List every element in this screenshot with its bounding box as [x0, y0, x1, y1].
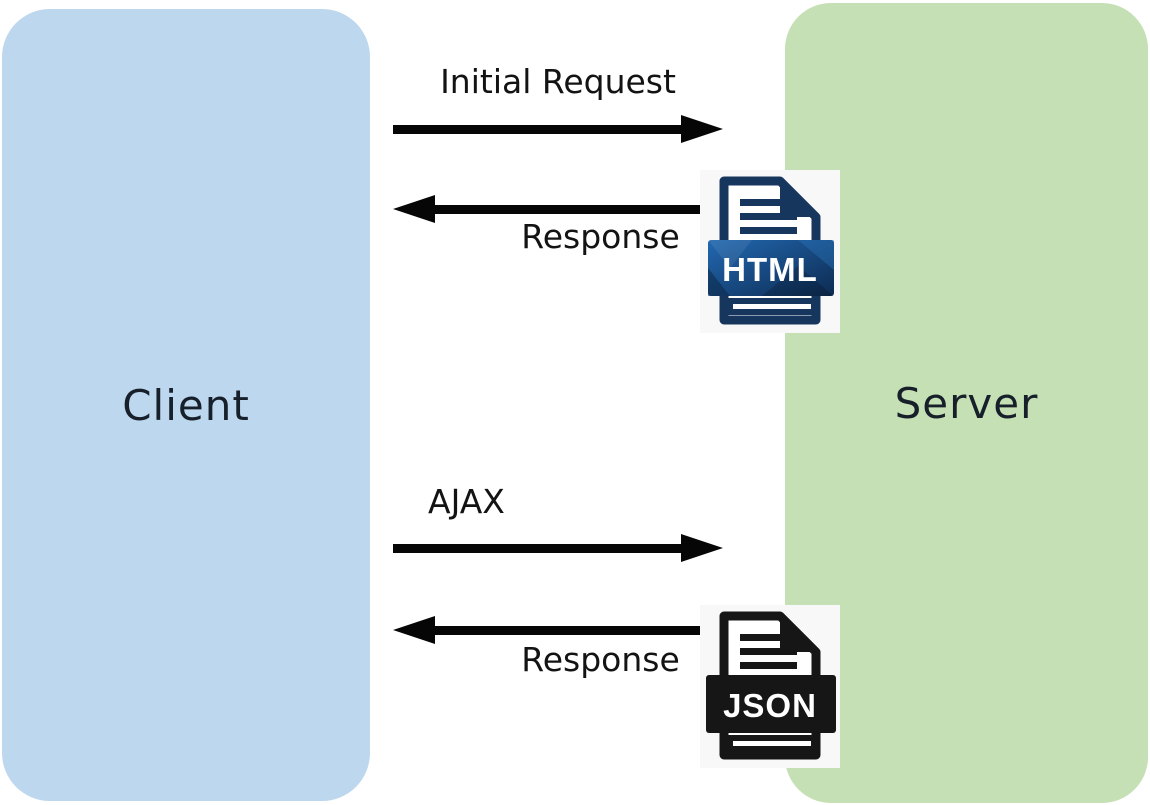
arrow-shaft: [427, 626, 705, 635]
client-box: Client: [2, 9, 370, 801]
arrow-head-left-icon: [393, 616, 435, 644]
response-json-label: Response: [521, 640, 680, 679]
json-document-icon: JSON: [706, 611, 836, 760]
response-json-arrow: [393, 615, 705, 645]
server-box: Server: [785, 3, 1148, 803]
html-band-label: HTML: [722, 251, 818, 288]
response-html-label: Response: [521, 217, 680, 256]
initial-request-label: Initial Request: [440, 62, 676, 101]
arrow-shaft: [427, 205, 706, 214]
server-label: Server: [894, 378, 1039, 428]
html-document-icon: HTML: [708, 176, 834, 325]
client-label: Client: [122, 380, 250, 430]
json-band-label: JSON: [723, 687, 817, 724]
arrow-head-right-icon: [681, 534, 723, 562]
ajax-label: AJAX: [428, 482, 505, 521]
arrow-head-left-icon: [393, 195, 435, 223]
json-file-icon: JSON: [700, 605, 840, 768]
ajax-arrow: [393, 533, 723, 563]
arrow-shaft: [393, 125, 689, 134]
html-file-icon: HTML: [700, 170, 840, 333]
arrow-head-right-icon: [681, 115, 723, 143]
response-html-arrow: [393, 194, 706, 224]
arrow-shaft: [393, 544, 689, 553]
initial-request-arrow: [393, 114, 723, 144]
